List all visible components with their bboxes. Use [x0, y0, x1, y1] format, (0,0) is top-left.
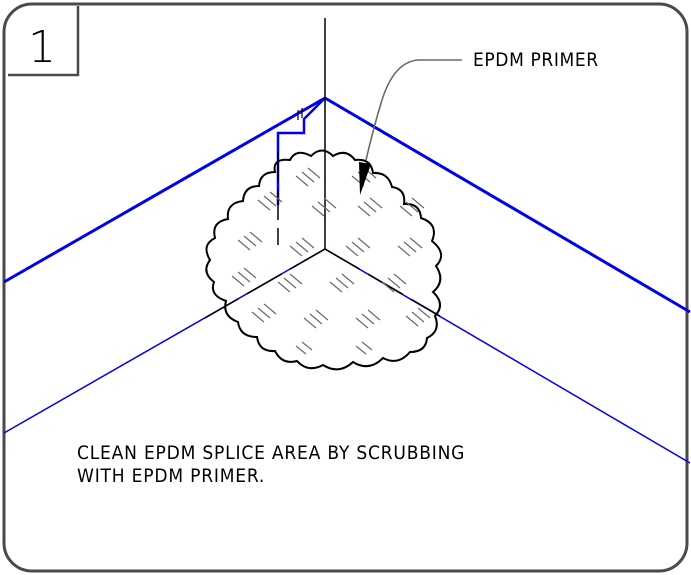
- membrane-lower-edges: [3, 248, 691, 464]
- leader-arrowhead: [359, 162, 371, 195]
- primer-leader-line: [365, 59, 462, 161]
- step-number-box: [8, 6, 80, 77]
- leader-label: EPDM PRIMER: [473, 49, 599, 71]
- step-number: 1: [28, 22, 56, 73]
- primer-hatching: [231, 167, 431, 355]
- corner-linework: [204, 18, 441, 319]
- instruction-line-1: CLEAN EPDM SPLICE AREA BY SCRUBBING: [77, 442, 465, 464]
- instruction-line-2: WITH EPDM PRIMER.: [77, 465, 265, 487]
- membrane-top-edges: [3, 96, 691, 314]
- primer-cloud: [205, 149, 443, 371]
